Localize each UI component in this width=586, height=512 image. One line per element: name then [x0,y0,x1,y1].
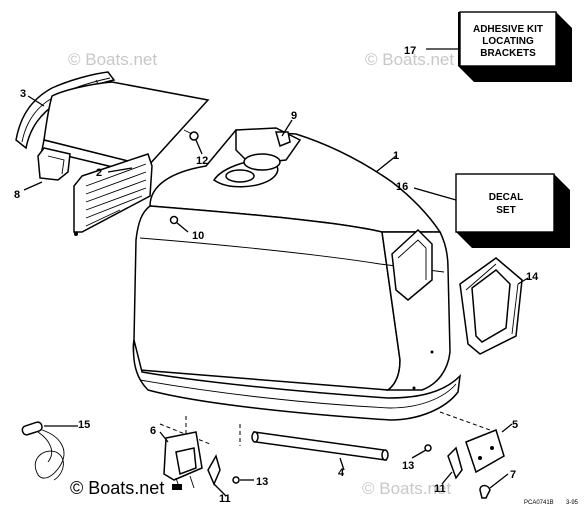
callout-17: 17 [404,45,416,57]
part-1-engine-cover [132,127,462,421]
watermark-bottom-right: © Boats.net [362,479,451,498]
decal-set-line1: DECAL [489,192,523,203]
adhesive-kit-line2: LOCATING [482,36,534,47]
part-12-screw [183,129,199,141]
callout-2: 2 [96,167,102,179]
part-2-grille [73,153,153,236]
adhesive-kit-line3: BRACKETS [480,48,536,59]
reference-date: 3-95 [566,500,579,506]
callout-12: 12 [196,155,208,167]
watermark-bottom-left: © Boats.net [70,478,164,498]
part-5-bracket [424,429,505,499]
decal-set-line2: SET [496,205,515,216]
callout-4: 4 [338,467,345,479]
reference-code: PCA0741B [524,500,554,506]
leader-lines [23,48,529,497]
callout-6: 6 [150,425,156,437]
part-4-rub-strip [251,431,389,461]
callout-3: 3 [20,88,26,100]
adhesive-kit-line1: ADHESIVE KIT [473,24,543,35]
callout-14: 14 [526,271,539,283]
callout-9: 9 [291,110,297,122]
callout-16: 16 [396,181,408,193]
callout-8: 8 [14,189,20,201]
callout-1: 1 [393,150,399,162]
callout-7: 7 [510,469,516,481]
adhesive-kit-box: ADHESIVE KIT LOCATING BRACKETS [458,11,572,82]
part-14-window-trim [459,257,523,355]
part-8-hood-top [37,81,210,181]
watermark-top-right: © Boats.net [365,50,454,69]
callout-labels: 17 16 1 3 2 8 9 10 12 14 15 6 5 4 13 11 … [14,45,539,505]
part-11-13-hardware-left [207,454,240,486]
callout-10: 10 [192,230,204,242]
callout-15: 15 [78,419,90,431]
callout-11-right: 11 [434,483,446,495]
decal-set-box: DECAL SET [455,173,570,248]
callout-13-right: 13 [402,460,414,472]
callout-11-left: 11 [219,493,231,505]
callout-13-left: 13 [256,476,268,488]
part-15-wire [21,421,65,481]
watermark-top-left: © Boats.net [68,50,157,69]
callout-5: 5 [512,419,518,431]
guide-lines [159,411,491,446]
part-6-bracket [163,431,203,491]
